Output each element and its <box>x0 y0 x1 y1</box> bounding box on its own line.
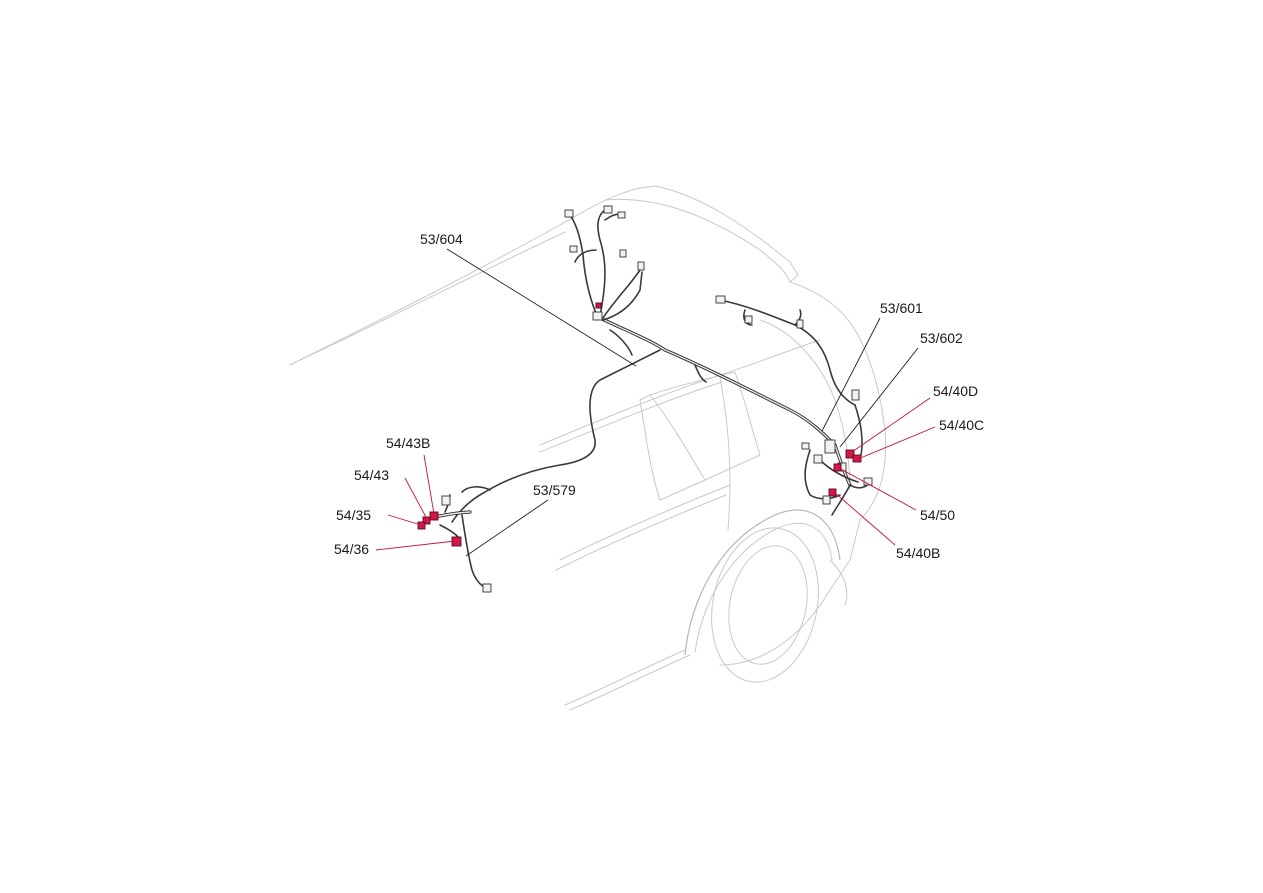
connector-54-35 <box>417 521 426 530</box>
connector <box>592 311 603 321</box>
leader-54-43 <box>404 477 428 520</box>
connector <box>441 495 451 506</box>
connector <box>564 209 574 218</box>
connector <box>813 454 823 464</box>
label-54-43: 54/43 <box>354 467 389 483</box>
connector <box>603 205 613 214</box>
connector <box>617 211 626 219</box>
label-54-40D: 54/40D <box>933 383 978 399</box>
leader-53-579 <box>465 499 549 557</box>
leader-lines <box>375 248 936 557</box>
label-54-36: 54/36 <box>334 541 369 557</box>
connector-54-40B <box>828 488 837 497</box>
label-53-604: 53/604 <box>420 231 463 247</box>
connector <box>619 249 627 258</box>
leader-54-36 <box>375 540 456 551</box>
connector <box>801 442 810 450</box>
leader-54-40C <box>857 426 936 460</box>
connector-53-601 <box>824 439 836 454</box>
leader-54-43B <box>423 454 435 515</box>
label-54-35: 54/35 <box>336 507 371 523</box>
car-body-outline <box>289 185 887 711</box>
connector <box>822 495 831 505</box>
leader-54-35 <box>387 514 422 526</box>
connector <box>851 389 860 401</box>
connector-54-43 <box>422 516 431 525</box>
connectors <box>417 205 873 593</box>
connector-54-50 <box>833 463 842 472</box>
leader-53-604 <box>446 248 637 367</box>
label-54-40B: 54/40B <box>896 545 940 561</box>
leader-53-601 <box>821 317 881 432</box>
leader-54-50 <box>838 467 917 511</box>
label-54-43B: 54/43B <box>386 435 430 451</box>
leader-54-40B <box>833 491 896 546</box>
label-53-579: 53/579 <box>533 482 576 498</box>
connector <box>482 583 492 593</box>
label-54-50: 54/50 <box>920 507 955 523</box>
connector-red <box>595 302 602 309</box>
connector-54-40D <box>845 449 855 459</box>
label-53-601: 53/601 <box>880 300 923 316</box>
leader-53-602 <box>839 347 919 448</box>
callout-labels: 53/604 53/601 53/602 54/40D 54/40C 54/43… <box>334 231 984 561</box>
label-54-40C: 54/40C <box>939 417 984 433</box>
label-53-602: 53/602 <box>920 330 963 346</box>
connector <box>569 245 578 253</box>
connector <box>796 319 804 329</box>
connector <box>715 295 726 304</box>
connector-54-40C <box>852 454 862 463</box>
connector <box>637 261 645 271</box>
leader-54-40D <box>851 397 931 453</box>
connector <box>744 315 753 324</box>
